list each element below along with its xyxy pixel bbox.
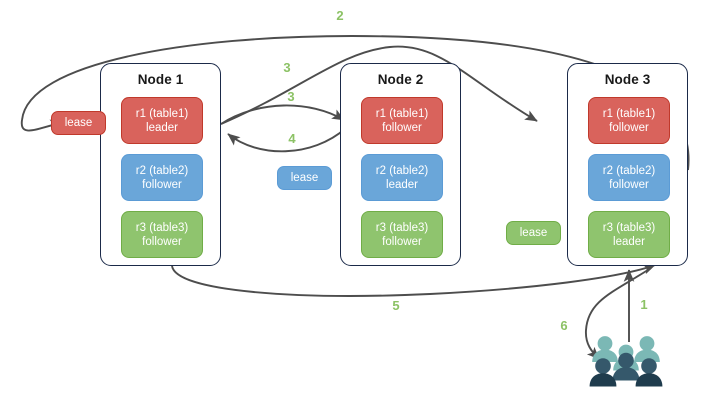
replica-role: follower bbox=[142, 178, 182, 191]
lease-label: lease bbox=[519, 226, 548, 239]
lease-label: lease bbox=[290, 171, 319, 184]
node-container-node2[interactable]: Node 2 r1 (table1) follower r2 (table2) … bbox=[340, 63, 461, 266]
replica-role: follower bbox=[382, 235, 422, 248]
replica-n2r1[interactable]: r1 (table1) follower bbox=[361, 97, 443, 144]
clients-group[interactable] bbox=[588, 334, 664, 390]
connector-step-6 bbox=[585, 267, 652, 360]
step-label-1: 1 bbox=[640, 297, 648, 312]
replica-name: r3 (table3) bbox=[135, 221, 189, 234]
step-label-4: 4 bbox=[288, 131, 296, 146]
node-container-node3[interactable]: Node 3 r1 (table1) follower r2 (table2) … bbox=[567, 63, 688, 266]
replica-name: r1 (table1) bbox=[135, 107, 189, 120]
lease-chip-red[interactable]: lease bbox=[51, 111, 106, 135]
replica-role: follower bbox=[609, 121, 649, 134]
replica-name: r2 (table2) bbox=[135, 164, 189, 177]
node-title: Node 1 bbox=[137, 72, 184, 87]
replica-n1r2[interactable]: r2 (table2) follower bbox=[121, 154, 203, 201]
replica-role: follower bbox=[609, 178, 649, 191]
replica-n1r1[interactable]: r1 (table1) leader bbox=[121, 97, 203, 144]
node-title: Node 2 bbox=[377, 72, 424, 87]
replica-role: leader bbox=[146, 121, 178, 134]
replica-n2r3[interactable]: r3 (table3) follower bbox=[361, 211, 443, 258]
step-label-3a: 3 bbox=[283, 60, 291, 75]
node-title: Node 3 bbox=[604, 72, 651, 87]
replica-role: follower bbox=[382, 121, 422, 134]
connector-step-3a bbox=[220, 45, 538, 125]
replica-name: r2 (table2) bbox=[602, 164, 656, 177]
replica-n2r2[interactable]: r2 (table2) leader bbox=[361, 154, 443, 201]
replica-n1r3[interactable]: r3 (table3) follower bbox=[121, 211, 203, 258]
lease-label: lease bbox=[64, 116, 93, 129]
replica-name: r1 (table1) bbox=[375, 107, 429, 120]
step-label-3b: 3 bbox=[287, 89, 295, 104]
users-icon bbox=[589, 336, 663, 387]
replica-n3r3[interactable]: r3 (table3) leader bbox=[588, 211, 670, 258]
replica-role: leader bbox=[613, 235, 645, 248]
replica-name: r3 (table3) bbox=[602, 221, 656, 234]
replica-n3r1[interactable]: r1 (table1) follower bbox=[588, 97, 670, 144]
lease-chip-green[interactable]: lease bbox=[506, 221, 561, 245]
connector-step-3b bbox=[220, 104, 345, 125]
step-label-6: 6 bbox=[560, 318, 568, 333]
replica-n3r2[interactable]: r2 (table2) follower bbox=[588, 154, 670, 201]
step-label-5: 5 bbox=[392, 298, 400, 313]
step-label-2: 2 bbox=[336, 8, 344, 23]
replica-name: r1 (table1) bbox=[602, 107, 656, 120]
lease-chip-blue[interactable]: lease bbox=[277, 166, 332, 190]
replica-name: r3 (table3) bbox=[375, 221, 429, 234]
node-container-node1[interactable]: Node 1 r1 (table1) leader r2 (table2) fo… bbox=[100, 63, 221, 266]
connector-step-5 bbox=[171, 264, 656, 297]
replica-role: follower bbox=[142, 235, 182, 248]
replica-name: r2 (table2) bbox=[375, 164, 429, 177]
replica-role: leader bbox=[386, 178, 418, 191]
connector-step-4 bbox=[227, 127, 347, 153]
